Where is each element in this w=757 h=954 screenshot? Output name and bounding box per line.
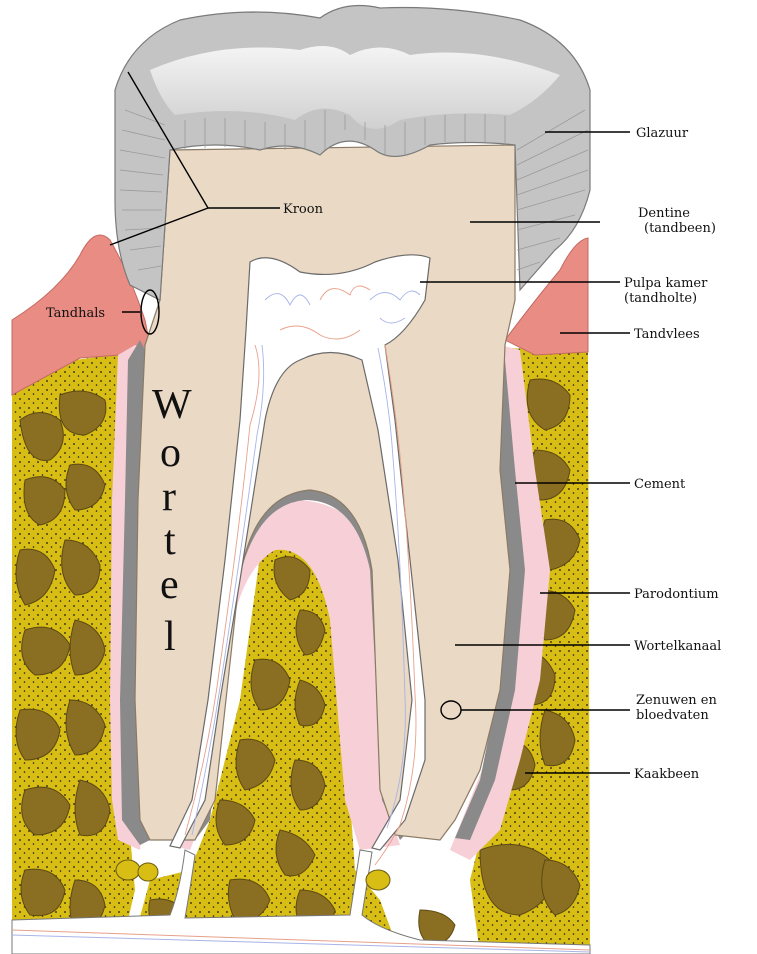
label-cement: Cement (634, 477, 686, 492)
label-dentine-sub: (tandbeen) (644, 221, 716, 236)
wortel-letter-o: o (160, 430, 181, 476)
label-wortelkanaal: Wortelkanaal (634, 639, 721, 654)
label-pulpa: Pulpa kamer (624, 276, 708, 291)
label-dentine: Dentine (638, 206, 690, 221)
wortel-letter-l: l (164, 614, 176, 660)
label-parodontium: Parodontium (634, 587, 719, 602)
label-tandhals: Tandhals (46, 306, 105, 321)
wortel-letter-e: e (160, 562, 179, 608)
label-pulpa-sub: (tandholte) (624, 291, 697, 306)
wortel-letter-r: r (162, 474, 176, 520)
label-tandvlees: Tandvlees (634, 327, 700, 342)
wortel-letter-w: W (152, 382, 192, 428)
label-zenuwen: Zenuwen en (636, 693, 717, 708)
label-zenuwen-sub: bloedvaten (636, 708, 709, 723)
label-glazuur: Glazuur (636, 126, 689, 141)
wortel-letter-t: t (164, 518, 176, 564)
label-kroon: Kroon (283, 202, 324, 217)
label-kaakbeen: Kaakbeen (634, 767, 700, 782)
